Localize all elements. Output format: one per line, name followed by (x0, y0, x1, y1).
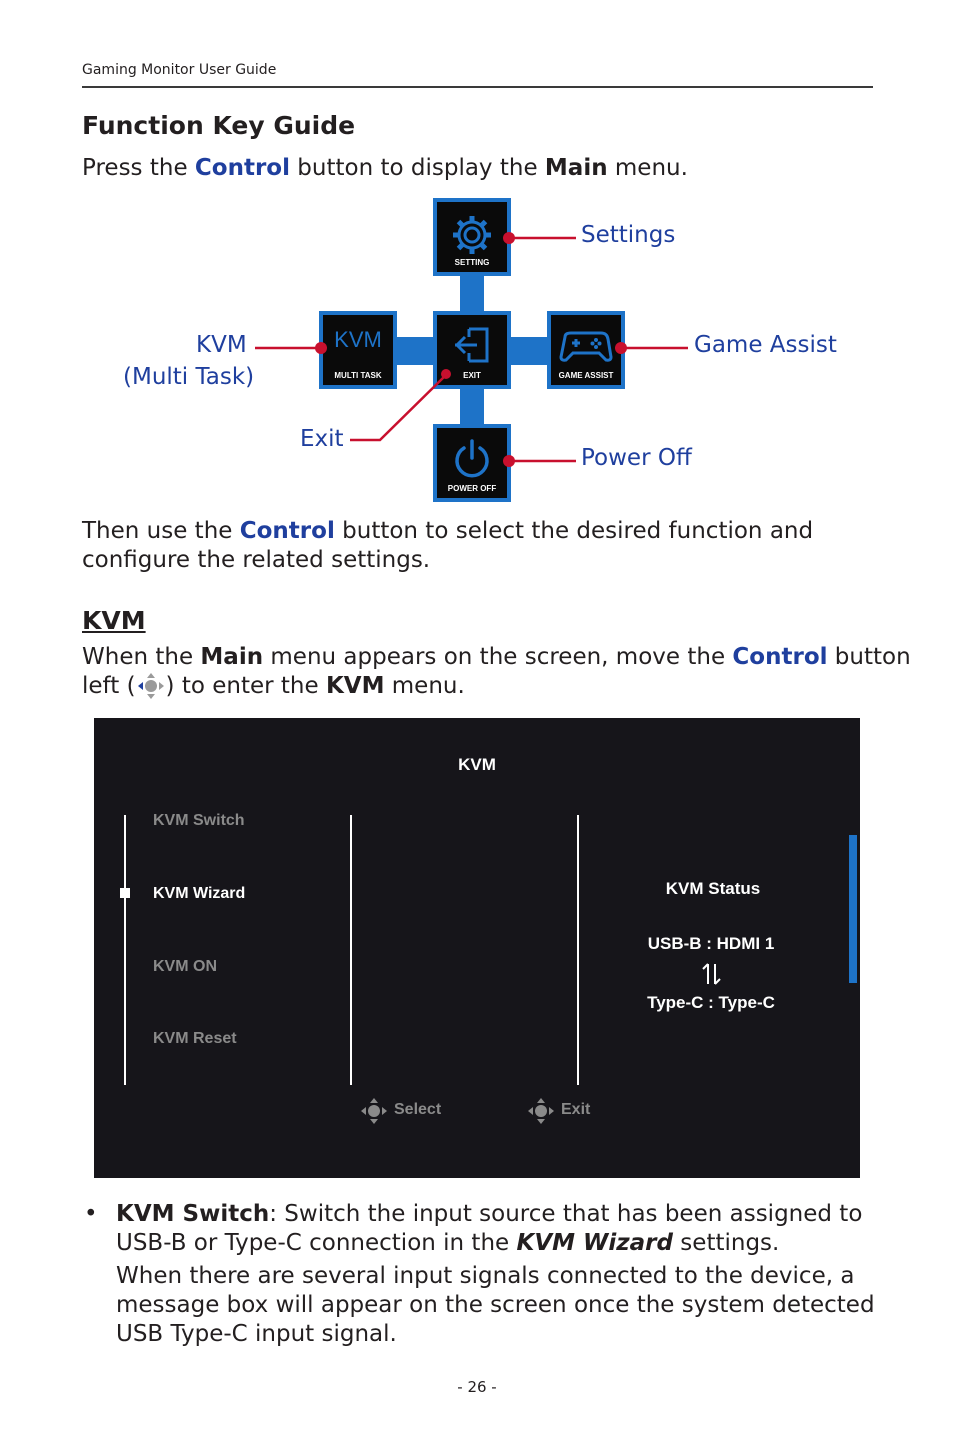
callout-settings: Settings (581, 222, 676, 248)
power-off-tile-label: POWER OFF (447, 484, 497, 493)
setting-tile-label: SETTING (454, 258, 490, 267)
bullet-marker: • (84, 1201, 98, 1227)
text-run: USB Type-C input signal. (116, 1321, 397, 1347)
power-icon (455, 439, 489, 478)
bullet-kvm-switch-detail: When there are several input signals con… (116, 1262, 875, 1349)
kvm-icon: KVM (334, 327, 382, 352)
intro-paragraph: Press the Control button to display the … (82, 154, 688, 183)
control-term: Control (194, 155, 290, 181)
text-run: USB-B or Type-C connection in the (116, 1230, 517, 1256)
kvm-switch-term: KVM Switch (116, 1201, 270, 1227)
connector-bar-left (396, 337, 434, 365)
then-paragraph: Then use the Control button to select th… (82, 517, 813, 575)
osd-footer-select: Select (394, 1101, 442, 1118)
text-run: When the (82, 644, 201, 670)
callout-kvm: KVM (196, 332, 247, 358)
game-assist-tile: GAME ASSIST (547, 311, 625, 389)
osd-scrollbar[interactable] (849, 835, 857, 983)
text-run: left ( (82, 673, 136, 699)
text-run: menu appears on the screen, move the (263, 644, 733, 670)
setting-tile: SETTING (433, 198, 511, 276)
text-run: menu. (384, 673, 465, 699)
text-run: button (827, 644, 911, 670)
connector-bar-top (460, 276, 484, 314)
text-run: configure the related settings. (82, 547, 431, 573)
multitask-tile-label: MULTI TASK (334, 371, 382, 380)
gamepad-icon (559, 331, 613, 362)
page-number: - 26 - (457, 1378, 497, 1396)
callout-power-off: Power Off (581, 445, 692, 471)
osd-title: KVM (458, 755, 496, 774)
control-term: Control (239, 518, 335, 544)
main-term: Main (544, 155, 608, 181)
osd-divider-left (124, 815, 126, 1085)
text-run: ) to enter the (165, 673, 326, 699)
text-run: settings. (673, 1230, 780, 1256)
bullet-kvm-switch: KVM Switch: Switch the input source that… (116, 1200, 862, 1258)
osd-divider-right (577, 815, 579, 1085)
osd-divider-middle (350, 815, 352, 1085)
exit-tile-label: EXIT (463, 371, 481, 380)
text-run: button to select the desired function an… (334, 518, 814, 544)
multitask-tile: KVM MULTI TASK (319, 311, 397, 389)
main-term: Main (200, 644, 264, 670)
text-run: Press the (82, 155, 195, 181)
joystick-left-icon (137, 673, 164, 699)
osd-kvm-status-title: KVM Status (665, 879, 761, 898)
text-run: message box will appear on the screen on… (116, 1292, 875, 1318)
text-run: button to display the (289, 155, 545, 181)
kvm-osd-screenshot: KVM KVM Switch KVM Wizard KVM ON KVM Res… (94, 718, 860, 1178)
gear-icon (453, 216, 491, 254)
osd-item-kvm-reset[interactable]: KVM Reset (153, 1030, 237, 1047)
osd-status-type-c: Type-C : Type-C (647, 993, 775, 1012)
callout-exit: Exit (300, 426, 344, 452)
kvm-term: KVM (325, 673, 385, 699)
running-header: Gaming Monitor User Guide (82, 62, 277, 78)
osd-item-kvm-switch[interactable]: KVM Switch (153, 812, 245, 829)
osd-item-kvm-on[interactable]: KVM ON (153, 958, 217, 975)
kvm-wizard-term: KVM Wizard (516, 1230, 674, 1256)
power-off-tile: POWER OFF (433, 424, 511, 502)
osd-item-kvm-wizard[interactable]: KVM Wizard (153, 885, 246, 902)
connector-bar-bottom (460, 388, 484, 426)
section-heading-function-key-guide: Function Key Guide (82, 111, 356, 140)
game-assist-tile-label: GAME ASSIST (558, 371, 614, 380)
osd-footer-exit: Exit (561, 1101, 591, 1118)
callout-multi-task: (Multi Task) (123, 364, 255, 390)
exit-icon (454, 327, 489, 363)
section-heading-kvm: KVM (82, 606, 146, 635)
kvm-intro-paragraph: When the Main menu appears on the screen… (82, 643, 911, 701)
text-run: : Switch the input source that has been … (269, 1201, 863, 1227)
joystick-select-icon (361, 1098, 387, 1124)
callout-leaders (255, 232, 688, 467)
header-divider (82, 86, 873, 88)
osd-selection-marker (120, 888, 130, 898)
osd-status-usb-b: USB-B : HDMI 1 (647, 934, 775, 953)
swap-arrows-icon (702, 963, 721, 985)
callout-game-assist: Game Assist (694, 332, 837, 358)
text-run: Then use the (82, 518, 240, 544)
text-run: menu. (607, 155, 688, 181)
joystick-exit-icon (528, 1098, 554, 1124)
text-run: When there are several input signals con… (116, 1263, 855, 1289)
control-term: Control (732, 644, 828, 670)
connector-bar-right (510, 337, 548, 365)
